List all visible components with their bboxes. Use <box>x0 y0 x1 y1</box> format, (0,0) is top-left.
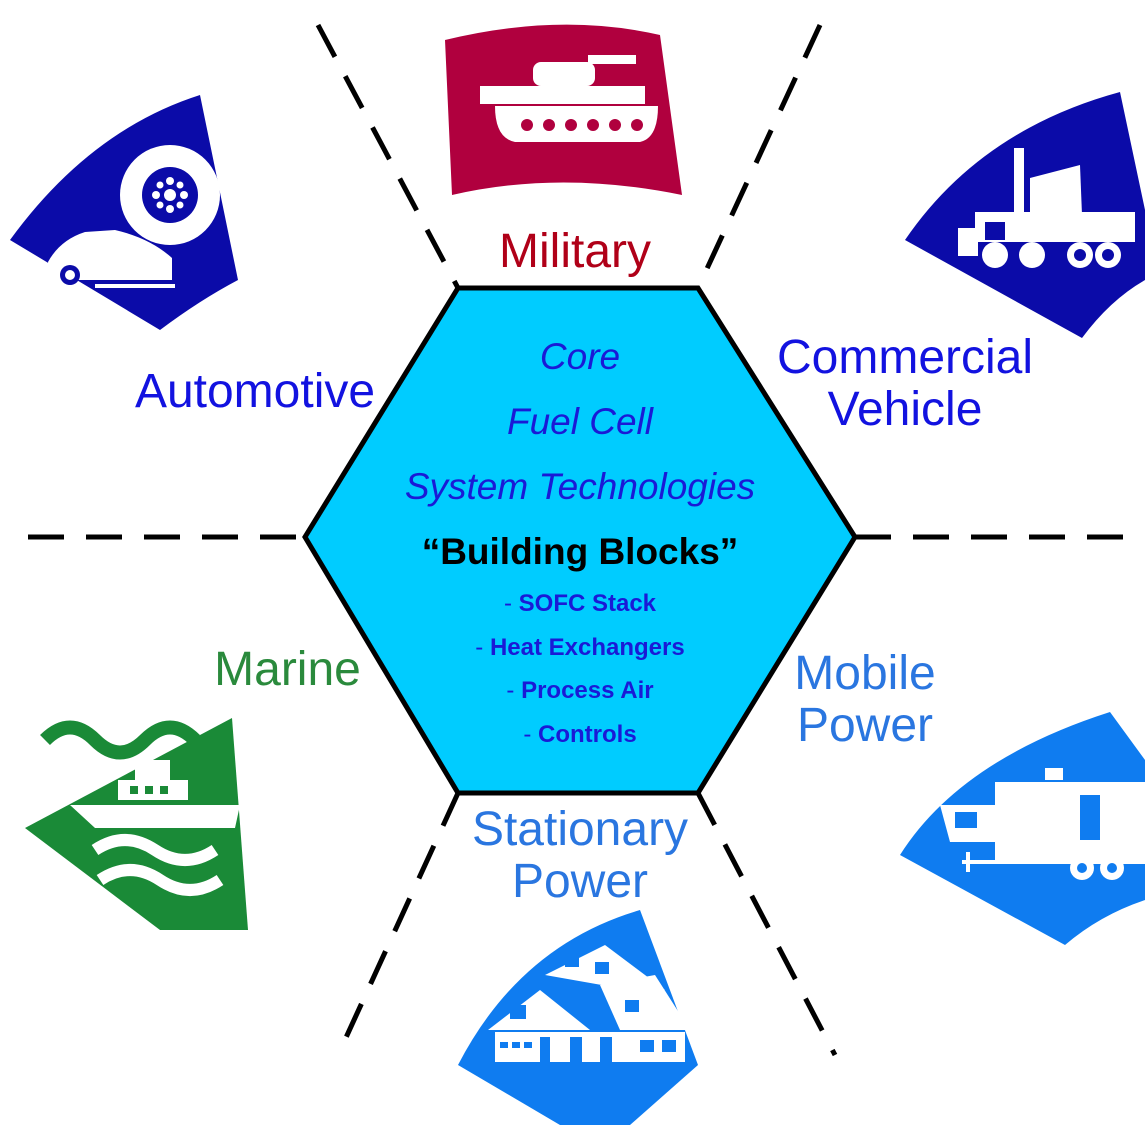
building-block-item: - SOFC Stack <box>330 590 830 618</box>
stationary-power-label-line2: Power <box>511 855 649 908</box>
truck-icon <box>905 92 1145 338</box>
building-block-item: - Process Air <box>330 677 830 705</box>
item-label: SOFC Stack <box>518 590 657 617</box>
item-label: Process Air <box>521 677 654 704</box>
house-icon <box>458 910 698 1125</box>
tank-icon <box>445 24 682 195</box>
building-block-item: - Controls <box>330 721 830 749</box>
core-line-1: Core <box>539 336 621 377</box>
building-blocks-title: “Building Blocks” <box>421 531 739 572</box>
car-wheel-icon <box>10 95 238 330</box>
mobile-power-label-line2: Power <box>796 699 934 752</box>
item-dash: - <box>503 590 519 617</box>
commercial-vehicle-label-line2: Vehicle <box>827 383 983 436</box>
marine-label: Marine <box>214 643 361 696</box>
automotive-label: Automotive <box>134 365 376 418</box>
core-line-2: Fuel Cell <box>507 401 653 442</box>
item-dash: - <box>506 677 522 704</box>
item-label: Controls <box>538 721 637 748</box>
commercial-vehicle-label-line1: Commercial <box>776 331 1034 384</box>
sector-dividers <box>28 23 1145 1057</box>
stationary-power-label-line1: Stationary <box>471 803 689 856</box>
mobile-power-label-line1: Mobile <box>794 647 936 700</box>
divider-bottom-right <box>695 791 838 1057</box>
item-dash: - <box>523 721 538 748</box>
divider-top-right <box>695 23 823 290</box>
military-label: Military <box>499 225 651 278</box>
divider-top-left <box>315 23 461 290</box>
rv-icon <box>900 712 1145 945</box>
building-block-item: - Heat Exchangers <box>330 634 830 662</box>
core-line-3: System Technologies <box>404 466 756 507</box>
boat-icon <box>25 718 248 930</box>
core-hexagon <box>302 285 858 796</box>
item-dash: - <box>475 634 490 661</box>
divider-bottom-left <box>335 791 461 1057</box>
item-label: Heat Exchangers <box>489 634 685 661</box>
